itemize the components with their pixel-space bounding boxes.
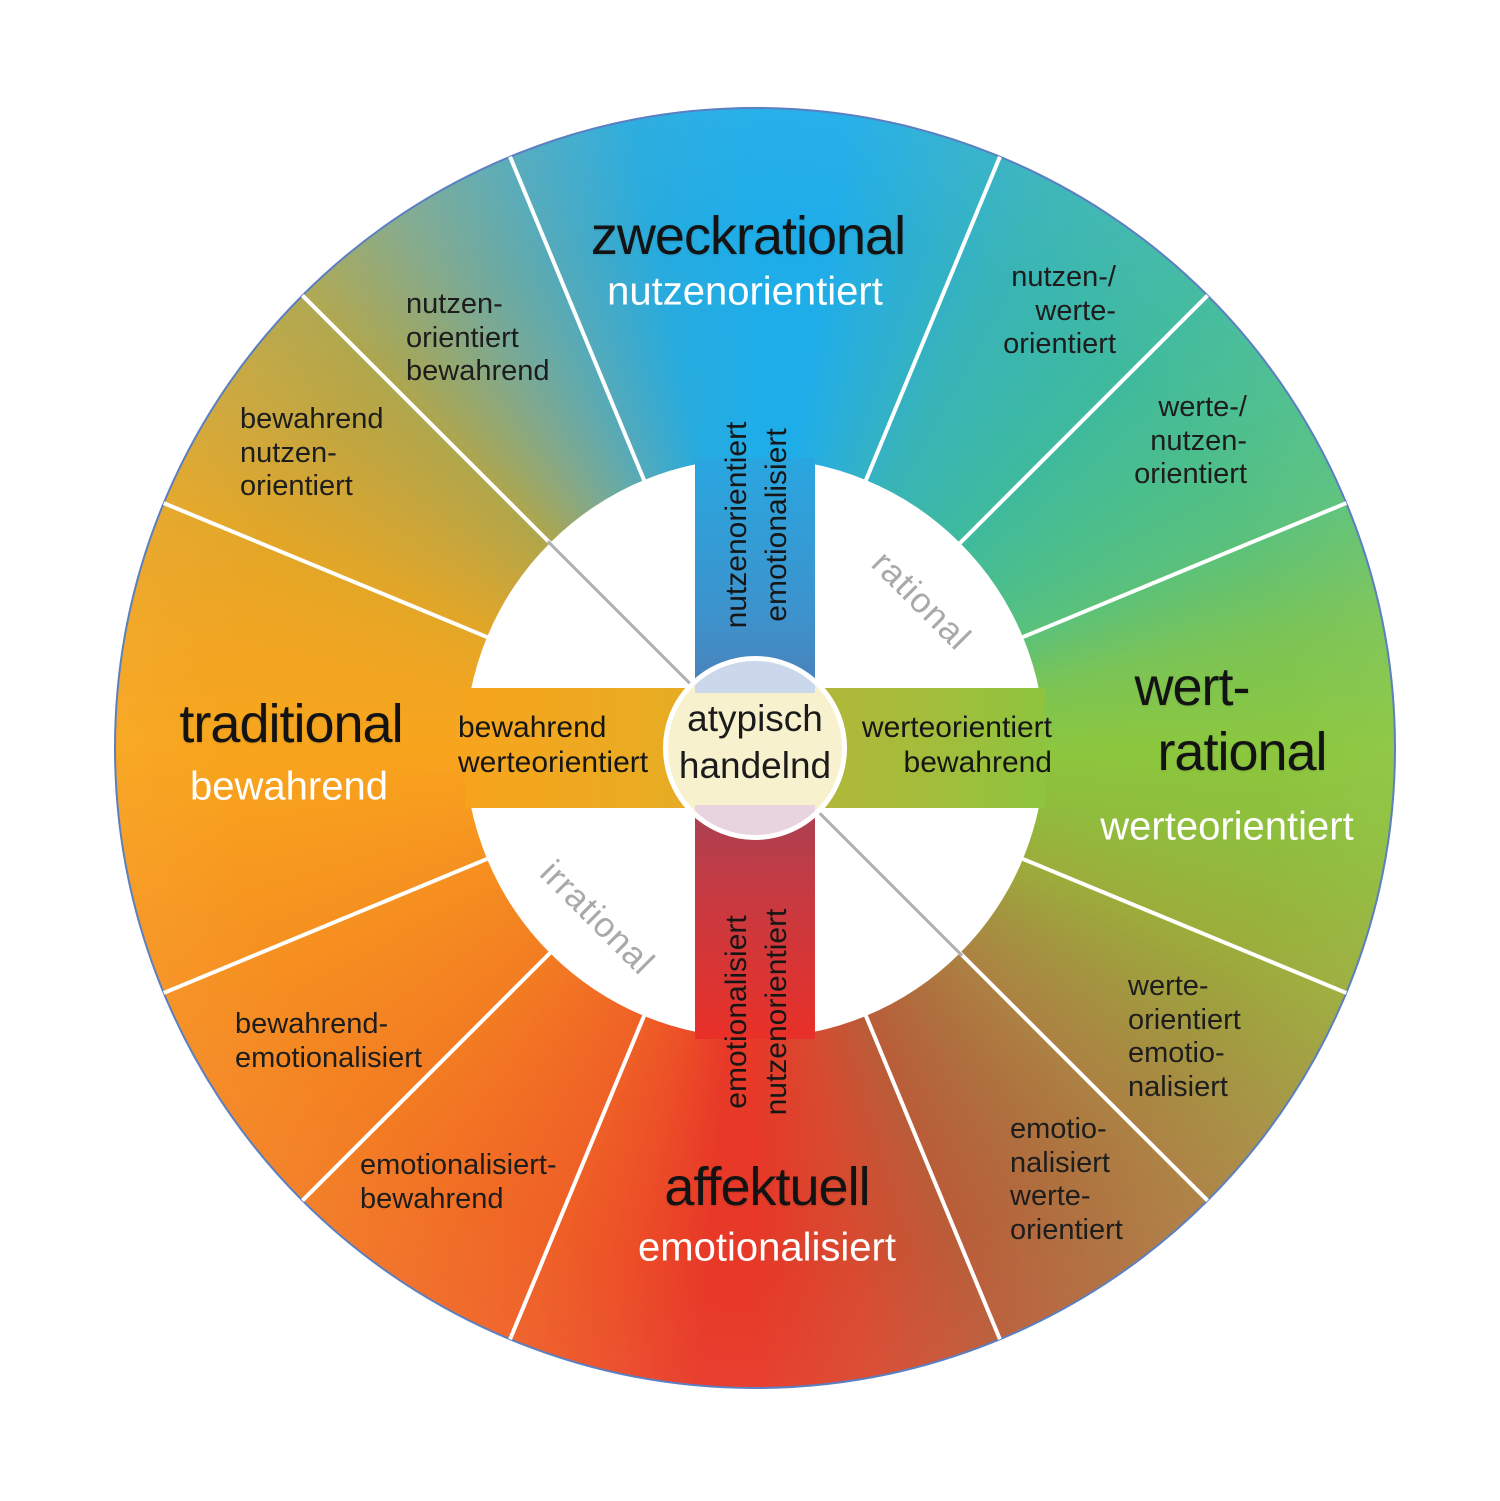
quadrant-title-zweckrational: zweckrational — [590, 206, 906, 266]
center-label-line1: atypisch — [687, 698, 823, 739]
center-top-tint — [695, 661, 815, 693]
subsector-line: werte- — [1010, 1180, 1091, 1212]
subsector-line: emotio- — [1010, 1113, 1107, 1145]
quadrant-subtitle-nutzenorientiert: nutzenorientiert — [607, 269, 883, 314]
quadrant-subtitle-bewahrend: bewahrend — [190, 764, 388, 809]
subsector-line: emotio- — [1128, 1037, 1225, 1069]
subsector-bewahrend-emotionalisiert: bewahrend- emotionalisiert — [235, 1008, 422, 1075]
south-arm-caption-line1: emotionalisiert — [720, 915, 753, 1109]
subsector-line: emotionalisiert- — [360, 1149, 557, 1181]
center-label-line2: handelnd — [678, 745, 832, 786]
north-arm-caption-line1: nutzenorientiert — [720, 421, 753, 629]
subsector-line: orientiert — [1128, 1003, 1241, 1036]
subsector-line: nutzen-/ — [1011, 261, 1116, 293]
west-arm-caption: bewahrend werteorientiert — [458, 710, 648, 780]
quadrant-title-wert: wert- — [1134, 657, 1251, 717]
subsector-line: orientiert — [1003, 328, 1116, 360]
subsector-line: nutzen- — [240, 436, 337, 469]
subsector-line: bewahrend — [360, 1182, 504, 1215]
subsector-nutzen-orientiert-bewahrend: nutzen- orientiert bewahrend — [406, 288, 550, 389]
center-label: atypisch handelnd — [679, 695, 831, 789]
subsector-emotionalisiert-werteorientiert: emotio- nalisiert werte- orientiert — [1010, 1113, 1123, 1247]
center-bottom-tint — [695, 805, 815, 835]
subsector-line: nalisiert — [1128, 1070, 1228, 1103]
subsector-line: orientiert — [406, 321, 519, 354]
east-arm-caption-line1: werteorientiert — [861, 711, 1052, 744]
south-arm-caption: emotionalisiert nutzenorientiert — [717, 909, 797, 1116]
subsector-line: werte- — [1035, 294, 1116, 327]
subsector-line: werte- — [1128, 970, 1209, 1002]
subsector-line: werte-/ — [1158, 391, 1247, 423]
north-arm-caption: nutzenorientiert emotionalisiert — [717, 422, 797, 629]
subsector-line: orientiert — [1134, 458, 1247, 490]
quadrant-title-affektuell: affektuell — [664, 1157, 870, 1217]
quadrant-subtitle-emotionalisiert: emotionalisiert — [638, 1225, 896, 1270]
east-arm-caption: werteorientiert bewahrend — [862, 710, 1052, 780]
subsector-nutzen-werte-orientiert: nutzen-/ werte- orientiert — [1003, 261, 1116, 362]
subsector-werte-nutzen-orientiert: werte-/ nutzen- orientiert — [1134, 391, 1247, 492]
subsector-werteorientiert-emotionalisiert: werte- orientiert emotio- nalisiert — [1128, 970, 1241, 1104]
center-circle — [663, 656, 847, 840]
north-arm-caption-line2: emotionalisiert — [760, 428, 793, 622]
subsector-line: bewahrend — [406, 355, 550, 387]
quadrant-title-rational: rational — [1157, 722, 1327, 782]
subsector-line: nutzen- — [1150, 424, 1247, 457]
quadrant-subtitle-werteorientiert: werteorientiert — [1100, 804, 1354, 849]
subsector-line: bewahrend — [240, 403, 384, 435]
west-arm-caption-line2: werteorientiert — [458, 746, 649, 779]
subsector-line: nalisiert — [1010, 1146, 1110, 1179]
subsector-line: emotionalisiert — [235, 1041, 422, 1074]
subsector-line: orientiert — [1010, 1213, 1123, 1246]
west-arm-caption-line1: bewahrend — [458, 711, 607, 744]
subsector-bewahrend-nutzen-orientiert: bewahrend nutzen- orientiert — [240, 403, 384, 504]
subsector-line: nutzen- — [406, 288, 503, 320]
subsector-line: orientiert — [240, 470, 353, 502]
south-arm-caption-line2: nutzenorientiert — [760, 908, 793, 1116]
east-arm-caption-line2: bewahrend — [903, 746, 1052, 779]
subsector-line: bewahrend- — [235, 1008, 389, 1040]
quadrant-title-traditional: traditional — [179, 694, 403, 754]
subsector-emotionalisiert-bewahrend: emotionalisiert- bewahrend — [360, 1149, 557, 1216]
